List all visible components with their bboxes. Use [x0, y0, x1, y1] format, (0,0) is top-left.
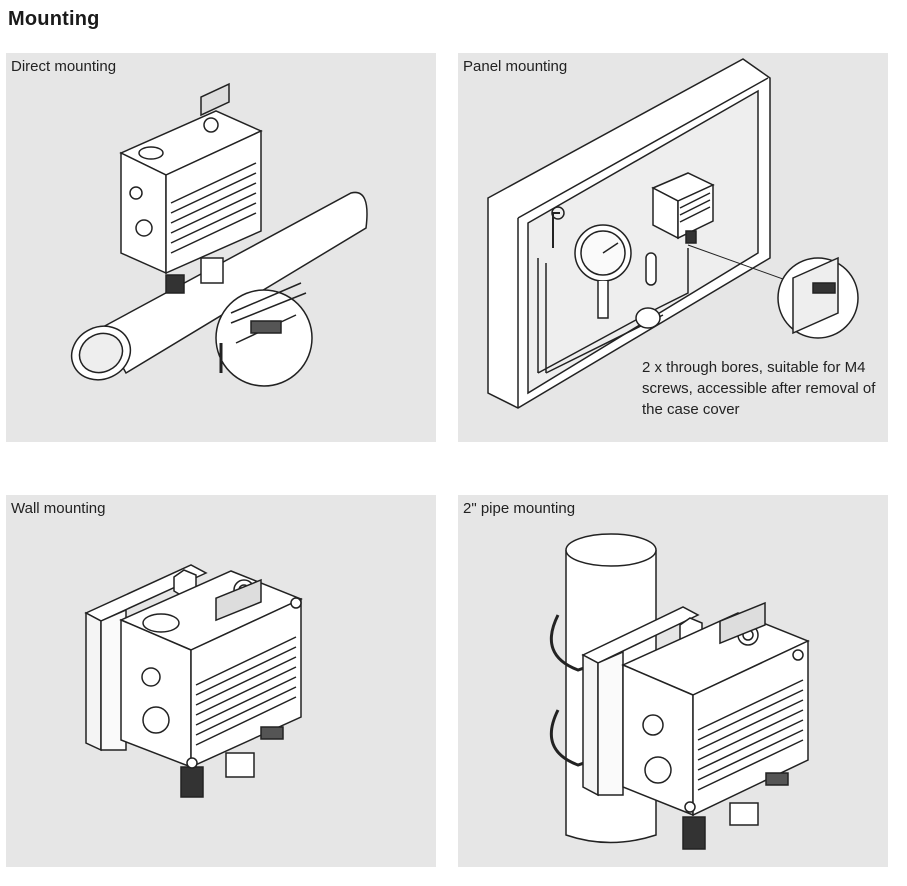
panel-panel-mounting: Panel mounting	[458, 53, 888, 442]
panel-pipe-mounting: 2" pipe mounting	[458, 495, 888, 867]
panel-mounting-note: 2 x through bores, suitable for M4 screw…	[642, 359, 876, 418]
direct-mounting-illustration	[6, 53, 436, 442]
panel-mounting-illustration	[458, 53, 888, 442]
panel-title-direct-mounting: Direct mounting	[11, 58, 117, 75]
panel-title-pipe-mounting: 2" pipe mounting	[463, 500, 576, 517]
panel-title-wall-mounting: Wall mounting	[11, 500, 106, 517]
pipe-mounting-illustration	[458, 495, 888, 867]
wall-mounting-illustration	[6, 495, 436, 867]
panel-direct-mounting: Direct mounting	[6, 53, 436, 442]
panel-title-panel-mounting: Panel mounting	[463, 58, 568, 75]
page-title: Mounting	[8, 8, 100, 30]
panel-wall-mounting: Wall mounting	[6, 495, 436, 867]
